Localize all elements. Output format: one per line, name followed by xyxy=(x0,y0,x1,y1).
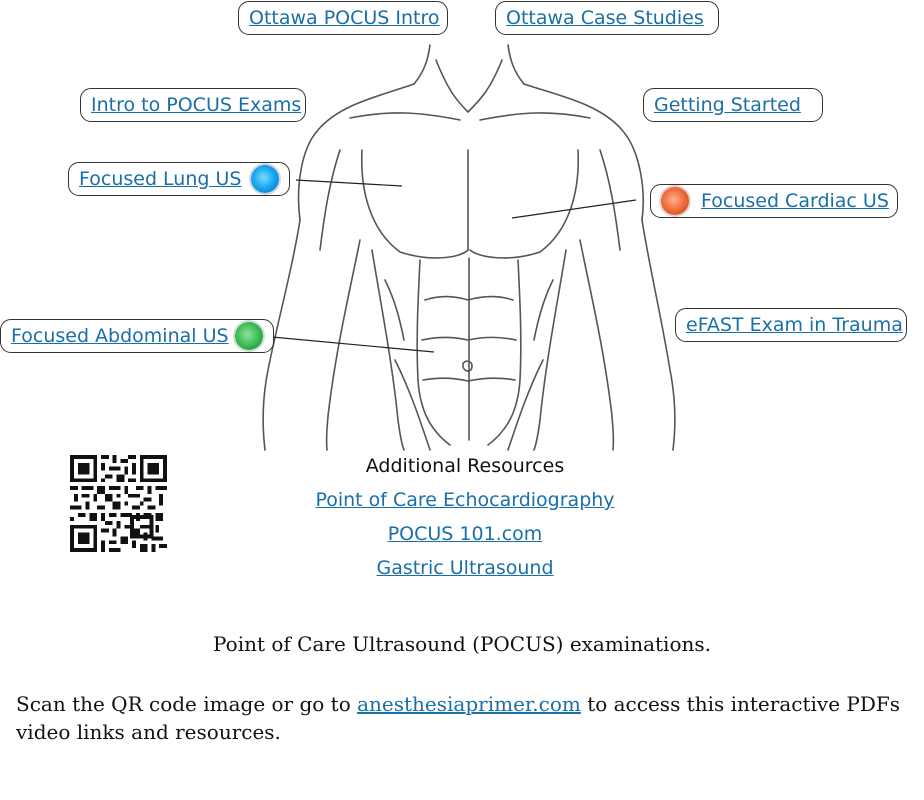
lung-marker-icon xyxy=(251,165,279,193)
ottawa-case-studies-link[interactable]: Ottawa Case Studies xyxy=(495,1,719,35)
intro-pocus-exams-link[interactable]: Intro to POCUS Exams xyxy=(80,88,306,122)
focused-lung-us-link[interactable]: Focused Lung US xyxy=(68,162,290,196)
anesthesiaprimer-link[interactable]: anesthesiaprimer.com xyxy=(357,692,581,716)
focused-lung-us-label: Focused Lung US xyxy=(79,168,242,190)
qr-code-icon xyxy=(70,455,167,552)
figure-caption: Point of Care Ultrasound (POCUS) examina… xyxy=(213,632,711,656)
getting-started-link[interactable]: Getting Started xyxy=(643,88,823,122)
focused-abdominal-us-label: Focused Abdominal US xyxy=(11,325,229,347)
ottawa-case-studies-label: Ottawa Case Studies xyxy=(506,7,704,29)
focused-abdominal-us-link[interactable]: Focused Abdominal US xyxy=(0,319,274,353)
getting-started-label: Getting Started xyxy=(654,94,801,116)
resource-link-echocardiography[interactable]: Point of Care Echocardiography xyxy=(315,489,615,511)
torso-illustration xyxy=(262,44,676,451)
resource-link-pocus101[interactable]: POCUS 101.com xyxy=(387,523,543,545)
cardiac-marker-icon xyxy=(661,187,689,215)
intro-pocus-exams-label: Intro to POCUS Exams xyxy=(91,94,302,116)
scan-instructions: Scan the QR code image or go to anesthes… xyxy=(16,690,906,746)
resource-link-gastric-ultrasound[interactable]: Gastric Ultrasound xyxy=(376,557,554,579)
additional-resources-heading: Additional Resources xyxy=(365,455,565,477)
abdominal-marker-icon xyxy=(235,322,263,350)
scan-text-after: to access this interactive PDFs video li… xyxy=(16,692,901,744)
focused-cardiac-us-link[interactable]: Focused Cardiac US xyxy=(650,184,898,218)
focused-cardiac-us-label: Focused Cardiac US xyxy=(701,190,889,212)
efast-exam-label: eFAST Exam in Trauma xyxy=(686,314,903,336)
efast-exam-link[interactable]: eFAST Exam in Trauma xyxy=(675,308,907,342)
ottawa-pocus-intro-label: Ottawa POCUS Intro xyxy=(249,7,440,29)
ottawa-pocus-intro-link[interactable]: Ottawa POCUS Intro xyxy=(238,1,448,35)
scan-text-before: Scan the QR code image or go to xyxy=(16,692,358,716)
